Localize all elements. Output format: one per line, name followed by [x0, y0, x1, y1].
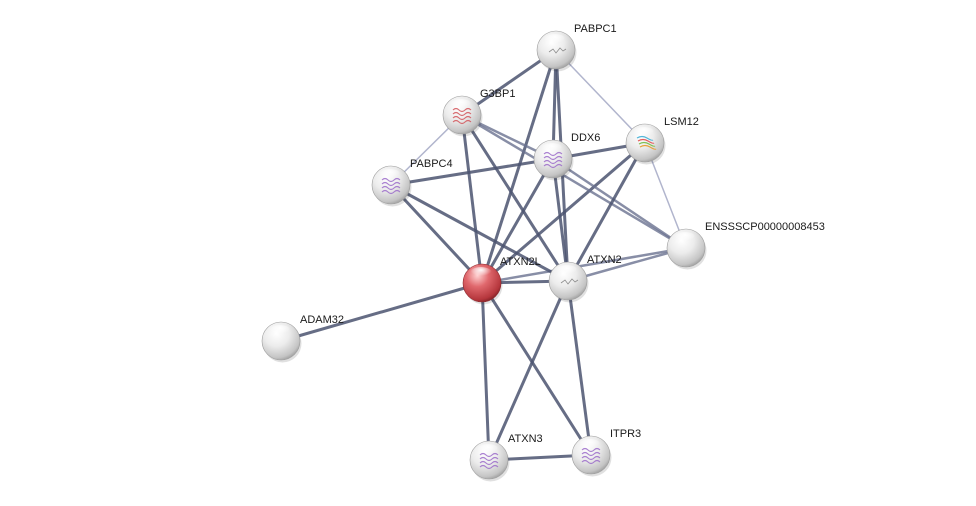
node-label-itpr3: ITPR3 [610, 428, 641, 440]
edge-atxn2-itpr3[interactable] [566, 279, 593, 457]
node-label-atxn2: ATXN2 [587, 254, 622, 266]
node-atxn3[interactable] [469, 440, 510, 482]
node-label-pabpc4: PABPC4 [410, 158, 453, 170]
edge-atxn2l-g3bp1[interactable] [460, 113, 484, 285]
node-label-atxn2l: ATXN2L [500, 256, 541, 268]
edge-atxn2-enssscp00000008453[interactable] [566, 246, 688, 283]
node-g3bp1[interactable] [442, 95, 483, 137]
edge-g3bp1-enssscp00000008453[interactable] [460, 113, 688, 250]
edge-atxn2l-ddx6[interactable] [480, 157, 555, 285]
edge-ddx6-atxn2[interactable] [551, 157, 570, 283]
edge-atxn2l-pabpc1[interactable] [480, 48, 558, 285]
edge-atxn2l-pabpc4[interactable] [389, 183, 484, 285]
edges-layer [279, 48, 688, 462]
structure-icon [560, 278, 579, 285]
node-pabpc4[interactable] [371, 165, 412, 207]
node-label-atxn3: ATXN3 [508, 433, 543, 445]
node-ddx6[interactable] [533, 139, 574, 181]
node-highlight [556, 265, 578, 277]
node-highlight [450, 99, 472, 111]
edge-g3bp1-atxn2[interactable] [460, 113, 570, 283]
edge-atxn2l-adam32[interactable] [279, 281, 484, 343]
structure-icon [548, 47, 567, 54]
node-highlight [269, 325, 291, 337]
node-label-pabpc1: PABPC1 [574, 23, 617, 35]
node-atxn2[interactable] [548, 261, 589, 303]
node-highlight [477, 444, 499, 456]
edge-atxn2l-enssscp00000008453[interactable] [480, 246, 688, 285]
node-highlight [579, 439, 601, 451]
node-enssscp00000008453[interactable] [666, 228, 707, 270]
node-label-ddx6: DDX6 [571, 132, 600, 144]
node-highlight [674, 232, 696, 244]
edge-pabpc1-lsm12[interactable] [555, 49, 646, 144]
node-highlight [470, 267, 492, 279]
node-highlight [633, 127, 655, 139]
node-pabpc1[interactable] [536, 30, 577, 72]
node-highlight [544, 34, 566, 46]
node-label-adam32: ADAM32 [300, 314, 344, 326]
edge-pabpc4-atxn2[interactable] [389, 183, 570, 283]
edge-atxn2-atxn3[interactable] [487, 279, 570, 462]
edge-pabpc4-ddx6[interactable] [389, 157, 555, 187]
nodes-layer [261, 30, 707, 482]
node-label-lsm12: LSM12 [664, 116, 699, 128]
edge-lsm12-atxn2[interactable] [566, 141, 647, 283]
edge-atxn2l-atxn3[interactable] [480, 281, 491, 462]
node-itpr3[interactable] [571, 435, 612, 477]
node-highlight [379, 169, 401, 181]
edge-ddx6-enssscp00000008453[interactable] [551, 157, 688, 250]
node-label-g3bp1: G3BP1 [480, 88, 515, 100]
node-lsm12[interactable] [625, 123, 666, 165]
node-label-enssscp00000008453: ENSSSCP00000008453 [705, 221, 825, 233]
node-atxn2l[interactable] [462, 263, 503, 305]
labels-layer: PABPC1G3BP1LSM12DDX6PABPC4ENSSSCP0000000… [300, 23, 825, 445]
node-highlight [541, 143, 563, 155]
edge-atxn2l-itpr3[interactable] [480, 281, 593, 457]
node-adam32[interactable] [261, 321, 302, 363]
